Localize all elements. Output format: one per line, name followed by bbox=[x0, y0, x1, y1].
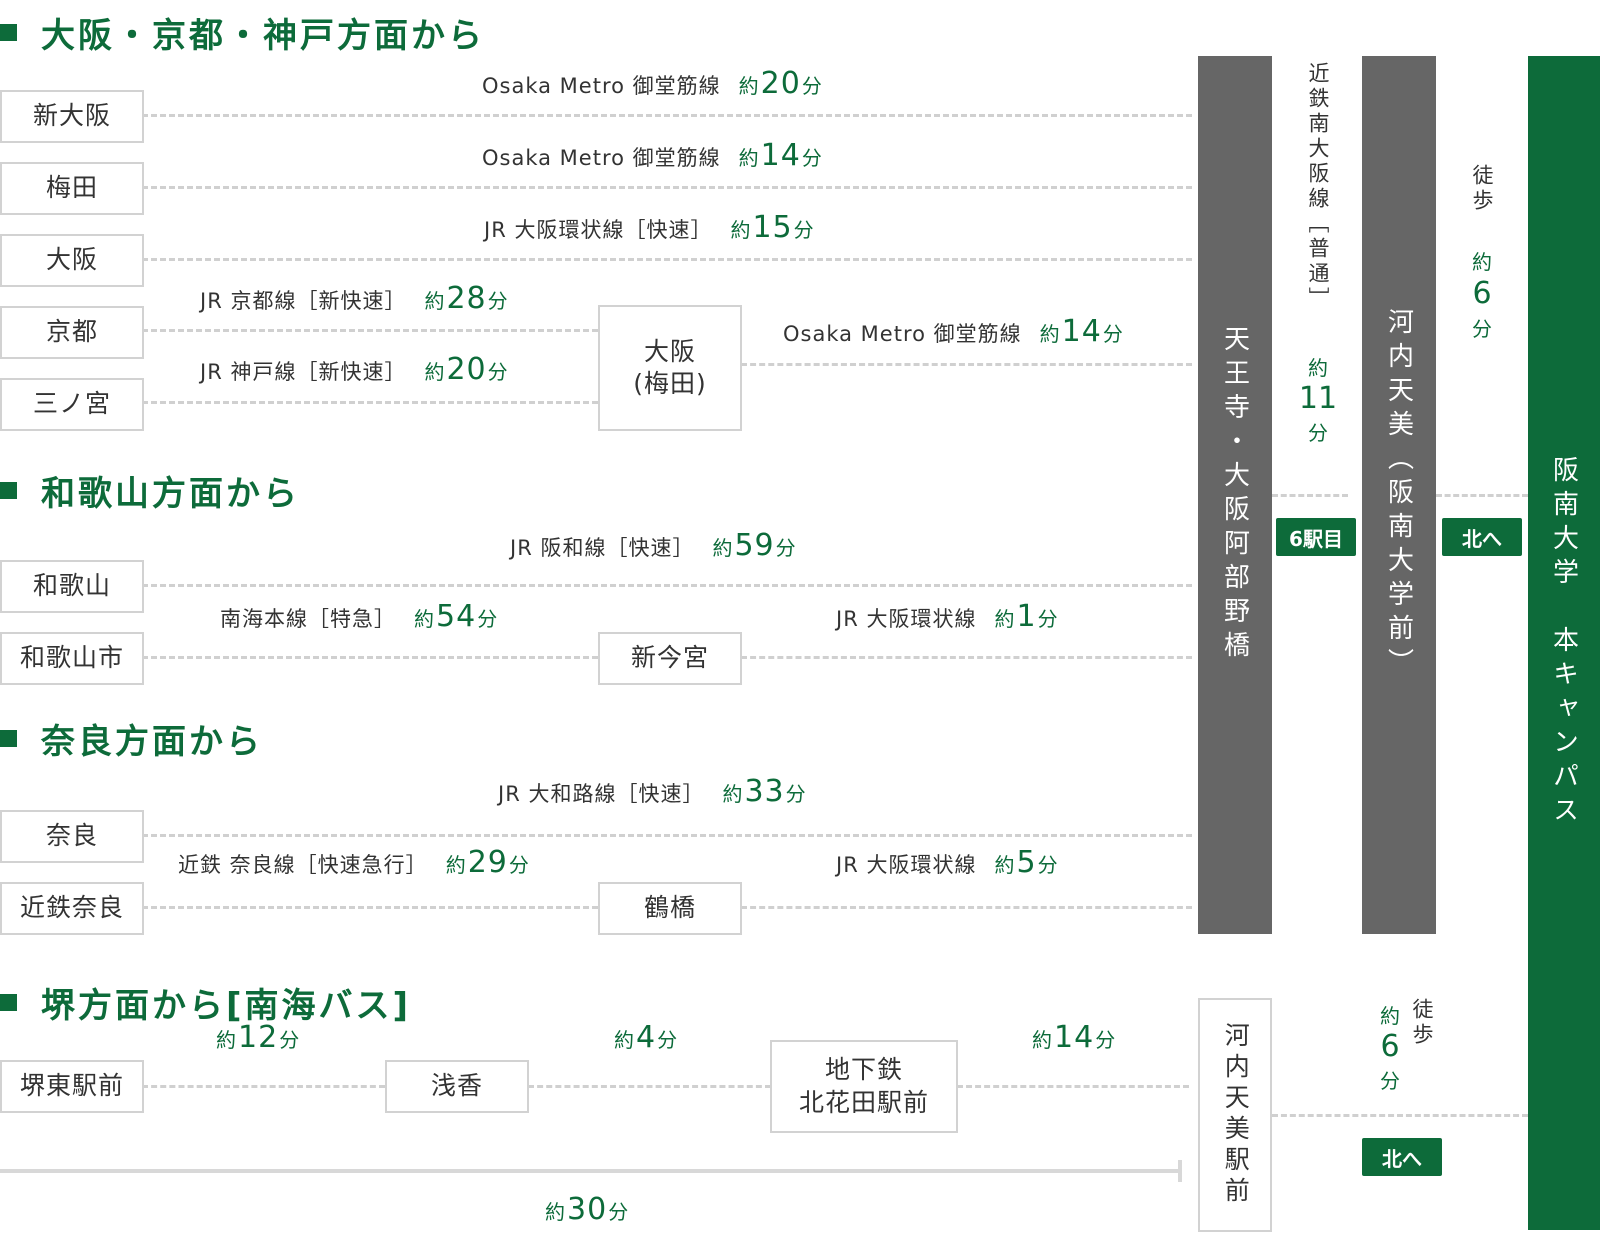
station-sakai-higashi: 堺東駅前 bbox=[0, 1060, 144, 1113]
bar-tennoji: 天王寺・大阪阿部野橋 bbox=[1198, 56, 1272, 934]
section-marker bbox=[0, 729, 17, 747]
station-wakayamashi: 和歌山市 bbox=[0, 632, 144, 685]
station-nara: 奈良 bbox=[0, 810, 144, 863]
section-title-wakayama: 和歌山方面から bbox=[0, 470, 300, 514]
route-label: 近鉄 奈良線［快速急行］ 約29分 bbox=[178, 845, 530, 880]
section-title-osaka: 大阪・京都・神戸方面から bbox=[0, 12, 485, 56]
station-kintetsu-nara: 近鉄奈良 bbox=[0, 882, 144, 935]
section-marker bbox=[0, 23, 17, 41]
kintetsu-time: 約 11 分 bbox=[1298, 356, 1338, 445]
route-label: JR 大阪環状線 約1分 bbox=[836, 599, 1059, 634]
station-asaka: 浅香 bbox=[385, 1060, 529, 1113]
section-title-nara: 奈良方面から bbox=[0, 718, 263, 762]
badge-north: 北へ bbox=[1442, 518, 1522, 556]
route-label: Osaka Metro 御堂筋線 約14分 bbox=[482, 138, 823, 173]
route-line bbox=[957, 1085, 1189, 1088]
route-line bbox=[1436, 494, 1528, 497]
bus-time-label: 約14分 bbox=[1032, 1020, 1117, 1055]
route-label: JR 神戸線［新快速］ 約20分 bbox=[200, 352, 509, 387]
station-osaka: 大阪 bbox=[0, 234, 144, 287]
route-line bbox=[142, 1085, 385, 1088]
kintetsu-line-label: 近鉄南大阪線［普通］ bbox=[1306, 62, 1330, 312]
station-kawachiamami-ekimae: 河内天美駅前 bbox=[1198, 998, 1272, 1232]
badge-6-stations: 6駅目 bbox=[1276, 518, 1356, 556]
station-shin-imamiya: 新今宮 bbox=[598, 632, 742, 685]
section-title-sakai: 堺方面から[南海バス] bbox=[0, 982, 411, 1026]
station-kyoto: 京都 bbox=[0, 306, 144, 359]
route-line bbox=[142, 834, 1192, 837]
route-line bbox=[142, 656, 598, 659]
walk-time: 約 6 分 bbox=[1472, 250, 1492, 341]
route-label: JR 京都線［新快速］ 約28分 bbox=[200, 281, 509, 316]
station-sannomiya: 三ノ宮 bbox=[0, 378, 144, 431]
route-line bbox=[142, 114, 1192, 117]
bus-time-label: 約12分 bbox=[216, 1020, 301, 1055]
route-label: JR 阪和線［快速］ 約59分 bbox=[510, 528, 797, 563]
route-line bbox=[142, 906, 598, 909]
station-wakayama: 和歌山 bbox=[0, 560, 144, 613]
total-time-line bbox=[0, 1169, 1180, 1173]
route-label: 南海本線［特急］ 約54分 bbox=[220, 599, 499, 634]
walk2-time: 約 6 分 bbox=[1380, 1004, 1400, 1093]
section-marker bbox=[0, 481, 17, 499]
section-marker bbox=[0, 993, 17, 1011]
route-line bbox=[741, 906, 1192, 909]
route-label: JR 大阪環状線［快速］ 約15分 bbox=[484, 210, 815, 245]
route-line bbox=[142, 329, 598, 332]
route-line bbox=[142, 584, 1192, 587]
station-kitahanada: 地下鉄 北花田駅前 bbox=[770, 1040, 958, 1133]
route-line bbox=[741, 656, 1192, 659]
station-osaka-umeda: 大阪 (梅田) bbox=[598, 305, 742, 431]
route-line bbox=[528, 1085, 771, 1088]
route-line bbox=[741, 363, 1192, 366]
route-line bbox=[142, 401, 598, 404]
bar-kawachiamami: 河内天美（阪南大学前） bbox=[1362, 56, 1436, 934]
station-umeda: 梅田 bbox=[0, 162, 144, 215]
route-line bbox=[1272, 1114, 1528, 1117]
station-shin-osaka: 新大阪 bbox=[0, 90, 144, 143]
bus-time-label: 約4分 bbox=[614, 1020, 679, 1055]
station-tsuruhashi: 鶴橋 bbox=[598, 882, 742, 935]
total-time-line-end bbox=[1178, 1160, 1182, 1182]
walk-label: 徒歩 bbox=[1470, 164, 1494, 214]
bar-campus: 阪南大学 本キャンパス bbox=[1528, 56, 1600, 1230]
badge-north: 北へ bbox=[1362, 1138, 1442, 1176]
walk2-label: 徒歩 bbox=[1410, 998, 1434, 1048]
route-label: JR 大阪環状線 約5分 bbox=[836, 845, 1059, 880]
route-label: Osaka Metro 御堂筋線 約14分 bbox=[783, 314, 1124, 349]
route-line bbox=[142, 186, 1192, 189]
route-label: Osaka Metro 御堂筋線 約20分 bbox=[482, 66, 823, 101]
route-line bbox=[142, 258, 1192, 261]
route-label: JR 大和路線［快速］ 約33分 bbox=[498, 774, 807, 809]
total-time-label: 約30分 bbox=[545, 1192, 630, 1227]
route-line bbox=[1272, 494, 1348, 497]
